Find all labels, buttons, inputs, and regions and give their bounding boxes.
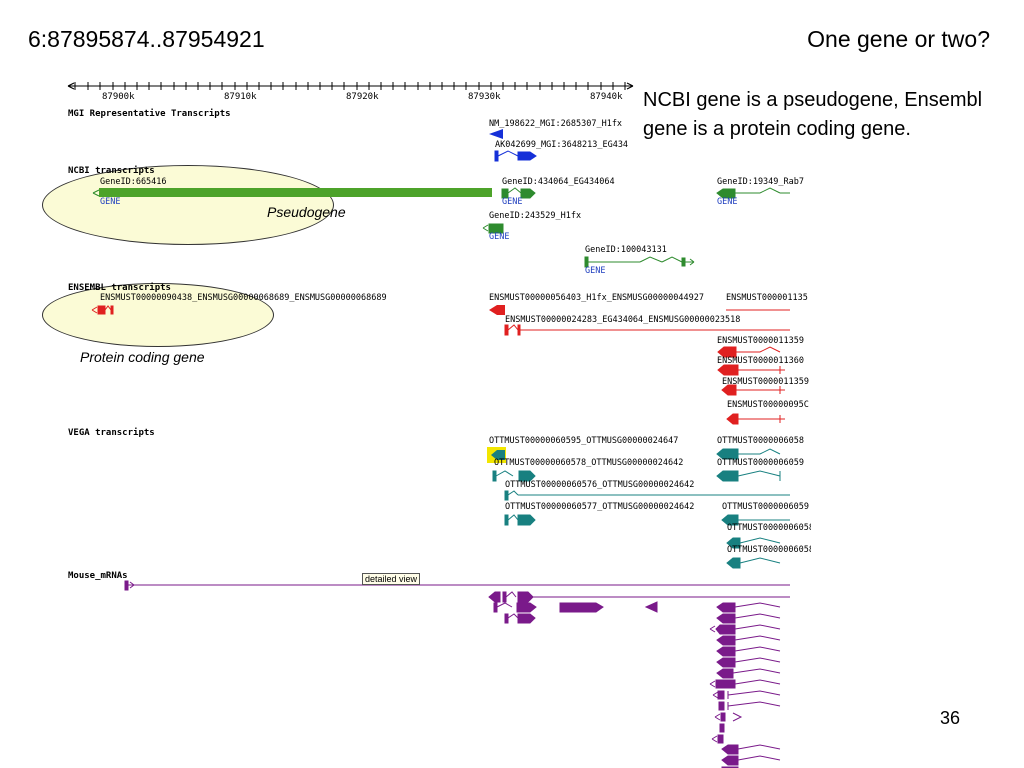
vega-6058b-glyph [726, 537, 781, 549]
pseudogene-callout-ellipse [42, 165, 334, 245]
ncbi-gene-434064-glyph [501, 187, 536, 199]
mrna-cluster-left-glyph [488, 591, 790, 624]
ensembl-56403-glyph [489, 305, 505, 315]
ncbi-track-title[interactable]: NCBI transcripts [68, 166, 155, 176]
ensembl-24283-glyph [504, 324, 790, 336]
mrna-long-transcript-glyph [124, 580, 790, 591]
mgi-ak042699-glyph [494, 150, 537, 162]
ensembl-11359b-glyph [721, 384, 785, 396]
ensembl-095c-glyph [726, 413, 785, 425]
vega-feature-label[interactable]: OTTMUST0000006059 [717, 458, 804, 468]
ncbi-gene-19349-rab7-glyph [716, 187, 790, 199]
mgi-feature-label[interactable]: NM_198622_MGI:2685307_H1fx [489, 119, 623, 129]
page-number: 36 [940, 708, 961, 728]
vega-feature-label[interactable]: OTTMUST00000060576_OTTMUSG00000024642 [505, 480, 695, 490]
ensembl-feature-label[interactable]: ENSMUST000001135 [726, 293, 808, 303]
mrna-track-title[interactable]: Mouse_mRNAs [68, 571, 128, 581]
ncbi-feature-type: GENE [717, 197, 738, 207]
vega-60576-glyph [504, 490, 790, 501]
ensembl-feature-label[interactable]: ENSMUST0000011359 [717, 336, 804, 346]
ensembl-feature-label[interactable]: ENSMUST00000024283_EG434064_ENSMUSG00000… [505, 315, 741, 325]
ensembl-11360-glyph [717, 364, 785, 376]
vega-feature-label[interactable]: OTTMUST00000060595_OTTMUSG00000024647 [489, 436, 679, 446]
ensembl-feature-label[interactable]: ENSMUST0000011360 [717, 356, 804, 366]
ncbi-feature-type: GENE [502, 197, 523, 207]
vega-feature-label[interactable]: OTTMUST00000060577_OTTMUSG00000024642 [505, 502, 695, 512]
vega-60595-glyph [491, 450, 505, 460]
slide-title: One gene or two? [807, 26, 990, 52]
mrna-cluster-right-glyph [709, 602, 781, 768]
ruler-tick-label: 87910k [224, 92, 257, 102]
vega-feature-label[interactable]: OTTMUST0000006059 [722, 502, 809, 512]
mgi-feature-label[interactable]: AK042699_MGI:3648213_EG434 [495, 140, 629, 150]
ncbi-feature-label[interactable]: GeneID:100043131 [585, 245, 667, 255]
genomic-coordinates: 6:87895874..87954921 [28, 26, 265, 52]
ensembl-90438-glyph [91, 305, 114, 315]
ncbi-feature-type: GENE [489, 232, 510, 242]
ncbi-feature-label[interactable]: GeneID:19349_Rab7 [717, 177, 804, 187]
mgi-nm-198622-glyph [489, 129, 503, 139]
ensembl-11359-glyph [717, 346, 781, 358]
vega-6058a-glyph [716, 448, 781, 460]
protein-coding-callout-ellipse [42, 283, 274, 347]
ensembl-feature-label[interactable]: ENSMUST00000090438_ENSMUSG00000068689_EN… [100, 293, 387, 303]
vega-60578-glyph [492, 470, 536, 482]
ruler-tick-label: 87940k [590, 92, 623, 102]
ruler-minor-ticks [74, 82, 626, 90]
ensembl-feature-label[interactable]: ENSMUST0000011359 [722, 377, 809, 387]
vega-feature-label[interactable]: OTTMUST00000060578_OTTMUSG00000024642 [494, 458, 684, 468]
detailed-view-tooltip[interactable]: detailed view [362, 573, 421, 585]
vega-60577-glyph [504, 514, 536, 526]
ncbi-feature-label[interactable]: GeneID:665416 [100, 177, 167, 187]
ncbi-feature-label[interactable]: GeneID:243529_H1fx [489, 211, 582, 221]
ensembl-track-title[interactable]: ENSEMBL transcripts [68, 283, 171, 293]
ensembl-feature-label[interactable]: ENSMUST00000056403_H1fx_ENSMUSG000000449… [489, 293, 704, 303]
ruler-left-arrow [67, 82, 75, 90]
explanation-note: NCBI gene is a pseudogene, Ensembl gene … [643, 89, 983, 140]
vega-feature-label[interactable]: OTTMUST0000006058 [727, 523, 811, 533]
ruler-tick-label: 87900k [102, 92, 135, 102]
vega-6059b-glyph [721, 514, 790, 526]
ncbi-gene-665416-glyph [92, 188, 492, 197]
ncbi-feature-type: GENE [585, 266, 606, 276]
vega-6058c-glyph [726, 557, 781, 569]
ncbi-feature-type: GENE [100, 197, 121, 207]
vega-feature-label[interactable]: OTTMUST0000006058 [727, 545, 811, 555]
vega-feature-label[interactable]: OTTMUST0000006058 [717, 436, 804, 446]
ncbi-gene-243529-glyph [482, 223, 504, 234]
ensembl-feature-label[interactable]: ENSMUST00000095C [727, 400, 809, 410]
protein-coding-callout-label: Protein coding gene [80, 349, 205, 365]
ncbi-gene-100043131-glyph [584, 256, 695, 268]
mgi-track-title[interactable]: MGI Representative Transcripts [68, 109, 231, 119]
vega-6059a-glyph [716, 470, 781, 482]
ruler-right-arrow [626, 82, 634, 90]
vega-track-title[interactable]: VEGA transcripts [68, 428, 155, 438]
ruler-tick-label: 87930k [468, 92, 501, 102]
ruler-tick-label: 87920k [346, 92, 379, 102]
ncbi-feature-label[interactable]: GeneID:434064_EG434064 [502, 177, 615, 187]
pseudogene-callout-label: Pseudogene [267, 204, 346, 220]
